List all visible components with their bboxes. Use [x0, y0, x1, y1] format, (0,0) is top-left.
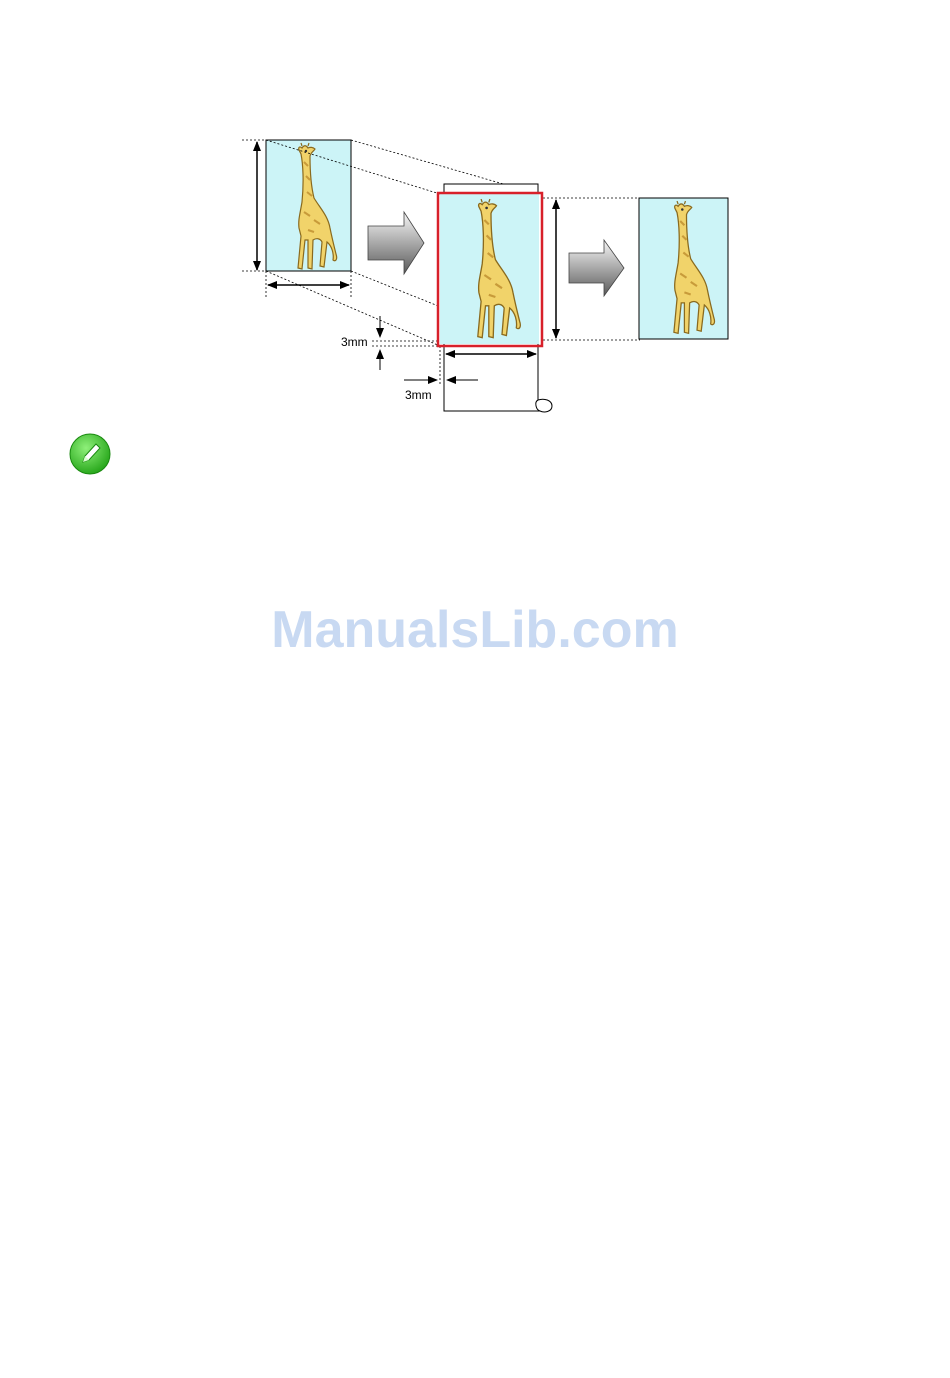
borderless-printing-diagram	[0, 0, 950, 500]
watermark: ManualsLib.com	[0, 600, 950, 660]
roll-paper	[438, 184, 552, 412]
right-arrow-icon	[368, 212, 424, 274]
note-pencil-icon	[68, 432, 112, 476]
margin-left-label: 3mm	[405, 388, 432, 402]
right-arrow-icon	[569, 240, 624, 296]
margin-top-label: 3mm	[341, 335, 368, 349]
original-image	[266, 140, 351, 271]
printed-result	[639, 198, 728, 339]
